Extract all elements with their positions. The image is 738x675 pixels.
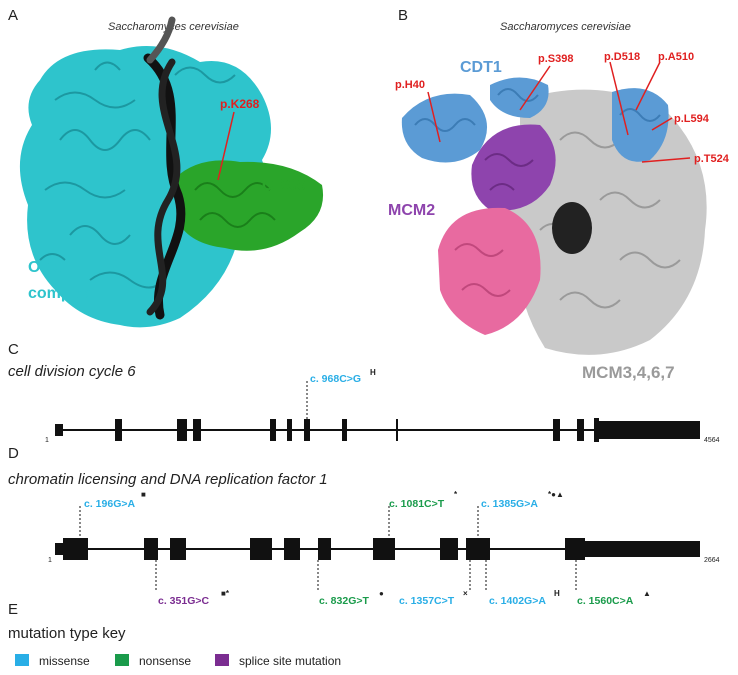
cdt1-mutation-351: c. 351G>C <box>158 595 209 607</box>
mutation-pointer-k268 <box>217 111 235 181</box>
cdt1-structure <box>401 77 669 163</box>
cdt1-mutation-1560-marker: ▲ <box>643 589 651 598</box>
cdt1-mutation-1081: c. 1081C>T <box>389 498 445 510</box>
key-item-nonsense: nonsense <box>115 654 191 668</box>
mcm2-label: MCM2 <box>388 202 435 219</box>
key-label-missense: missense <box>39 654 90 668</box>
dna-helix <box>143 16 186 320</box>
orc-complex-structure <box>19 46 272 328</box>
cdt1-bottom-mutation-pointers <box>155 560 577 592</box>
cdt1-mutation-1081-marker: * <box>454 490 458 499</box>
cdt1-mutation-1402: c. 1402G>A <box>489 595 546 607</box>
cdt1-mutation-1385-marker: *●▲ <box>548 490 564 499</box>
cdt1-mutation-pointers <box>427 61 691 163</box>
gene-title-cdt1: chromatin licensing and DNA replication … <box>8 471 328 488</box>
orc-label-line2: complex <box>28 285 93 302</box>
cdt1-mutation-1402-marker: H <box>554 589 560 598</box>
mutation-label-d518: p.D518 <box>604 51 640 63</box>
cdt1-mutation-832: c. 832G>T <box>319 595 369 607</box>
key-label-splice: splice site mutation <box>239 654 341 668</box>
cdt1-label: CDT1 <box>460 59 502 76</box>
mcm2-structure <box>471 124 556 211</box>
cdc6-mutation-marker: H <box>370 368 376 377</box>
mutation-label-h40: p.H40 <box>395 79 425 91</box>
gene-title-cdc6: cell division cycle 6 <box>8 363 136 380</box>
panel-label-e: E <box>8 601 18 618</box>
pink-subunit-structure <box>438 207 541 335</box>
key-item-splice: splice site mutation <box>215 654 341 668</box>
key-swatch-missense <box>15 654 29 666</box>
cdt1-mutation-196-marker: ■ <box>141 490 146 499</box>
cdt1-mutation-1560: c. 1560C>A <box>577 595 634 607</box>
key-label-nonsense: nonsense <box>139 654 191 668</box>
panel-label-a: A <box>8 7 18 24</box>
mutation-label-a510: p.A510 <box>658 51 694 63</box>
cdc6-structure <box>175 160 324 251</box>
panel-label-c: C <box>8 341 19 358</box>
cdt1-start-position: 1 <box>48 557 52 564</box>
mutation-label-t524: p.T524 <box>694 153 730 165</box>
cdt1-mutation-196: c. 196G>A <box>84 498 135 510</box>
mutation-label-s398: p.S398 <box>538 53 573 65</box>
cdt1-mutation-1357-marker: × <box>463 589 468 598</box>
key-swatch-nonsense <box>115 654 129 666</box>
cdt1-mutation-832-marker: ● <box>379 589 384 598</box>
cdt1-mutation-351-marker: ■* <box>221 589 230 598</box>
cdc6-label: CDC6 <box>262 177 306 194</box>
dna-channel <box>552 202 592 254</box>
cdt1-end-position: 2664 <box>704 557 720 564</box>
cdc6-start-position: 1 <box>45 437 49 444</box>
cdt1-top-mutation-pointers <box>79 506 479 538</box>
orc-label-line1: ORC <box>28 259 64 276</box>
cdt1-mutation-1385: c. 1385G>A <box>481 498 538 510</box>
cdc6-end-position: 4564 <box>704 437 720 444</box>
panel-label-b: B <box>398 7 408 24</box>
key-swatch-splice <box>215 654 229 666</box>
cdc6-gene-model <box>55 418 700 442</box>
species-label-b: Saccharomyces cerevisiae <box>500 21 631 33</box>
panel-label-d: D <box>8 445 19 462</box>
mutation-label-k268: p.K268 <box>220 97 260 111</box>
cdt1-mutation-1357: c. 1357C>T <box>399 595 455 607</box>
key-item-missense: missense <box>15 654 90 668</box>
cdc6-mutation-label: c. 968C>G <box>310 373 361 385</box>
mutation-label-l594: p.L594 <box>674 113 710 125</box>
mcm3467-label: MCM3,4,6,7 <box>582 363 675 382</box>
cdt1-gene-model <box>55 538 700 560</box>
key-title: mutation type key <box>8 625 126 642</box>
